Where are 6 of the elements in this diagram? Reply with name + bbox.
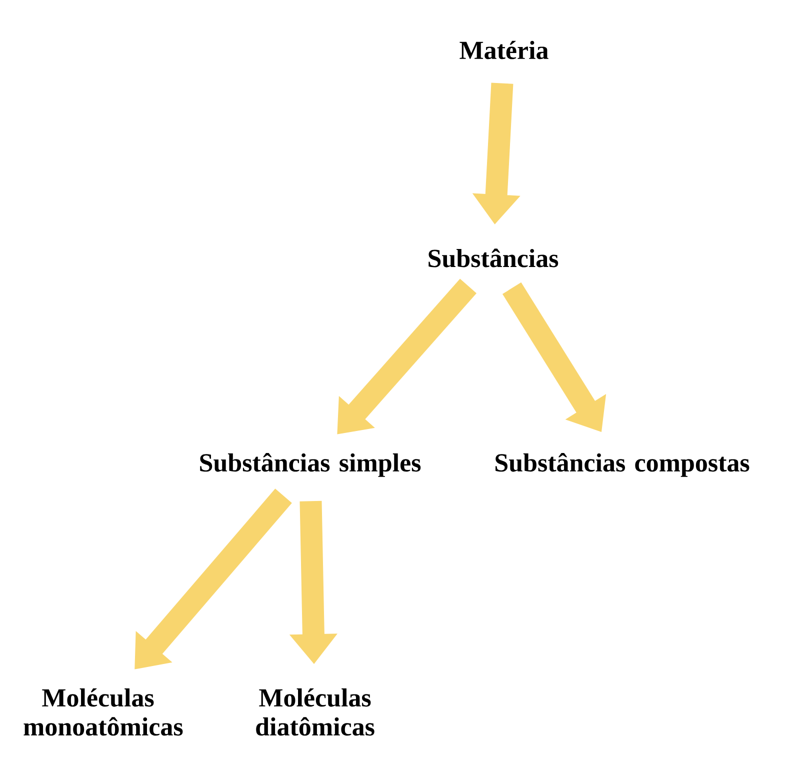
concept-label: Substâncias <box>428 248 558 268</box>
concept-label: Matéria <box>460 40 548 60</box>
concept-label: Moléculas monoatômicas <box>24 688 183 736</box>
concept-label: Moléculas diatômicas <box>256 688 374 736</box>
concept-label: Substâncias simples <box>200 453 421 477</box>
concept-label: Substâncias compostas <box>496 453 750 477</box>
